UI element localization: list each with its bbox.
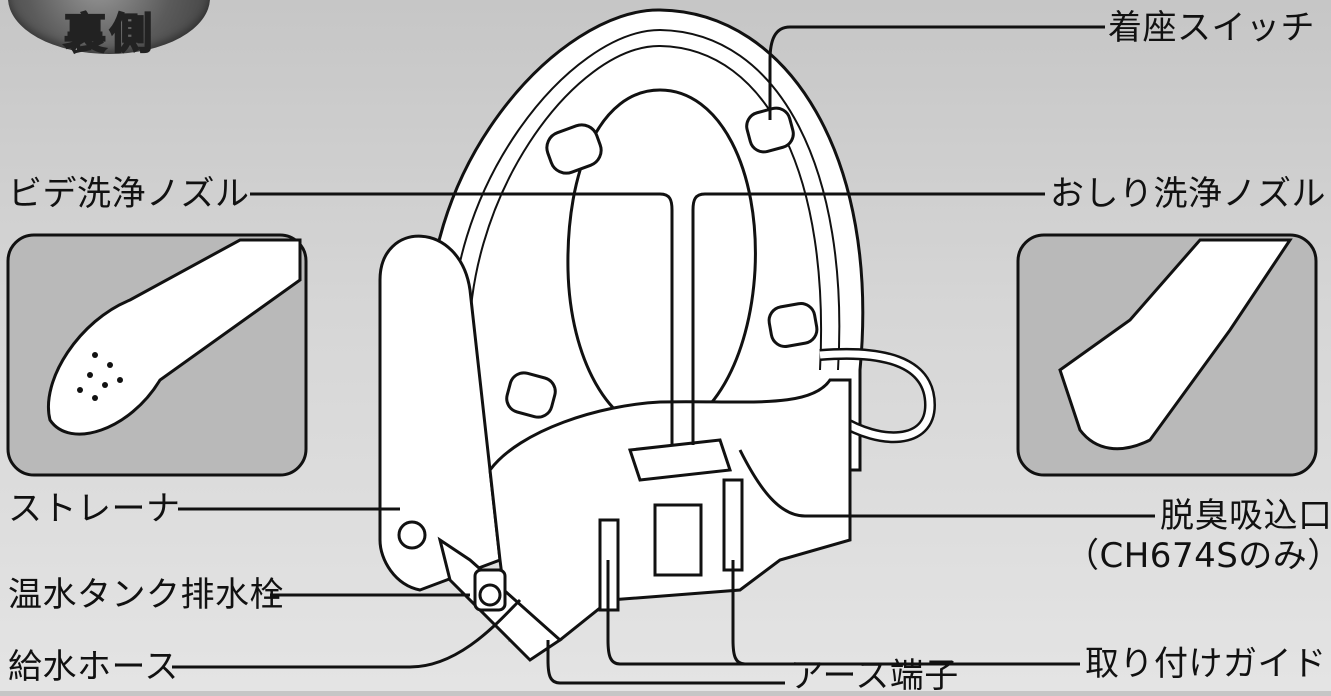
label-earth-terminal: アース端子 xyxy=(790,656,959,696)
label-deodorizer-note: （CH674Sのみ） xyxy=(1065,536,1331,576)
label-mounting-guide: 取り付けガイド xyxy=(1085,644,1327,684)
label-strainer: ストレーナ xyxy=(8,489,181,529)
label-bidet-nozzle: ビデ洗浄ノズル xyxy=(8,174,250,214)
label-deodorizer-inlet: 脱臭吸込口 xyxy=(1160,496,1331,536)
base-unit xyxy=(378,234,852,642)
leader-lines xyxy=(172,25,1155,685)
seat-lid xyxy=(426,8,865,472)
water-hose xyxy=(437,536,563,662)
view-badge-text: 裏側 xyxy=(63,8,157,59)
label-drain-plug: 温水タンク排水栓 xyxy=(8,575,284,615)
label-oshiri-nozzle: おしり洗浄ノズル xyxy=(1050,174,1326,214)
label-seat-switch: 着座スイッチ xyxy=(1108,8,1315,48)
label-water-hose: 給水ホース xyxy=(8,647,179,687)
bidet-nozzle-inset xyxy=(6,233,308,477)
oshiri-nozzle-inset xyxy=(1016,233,1318,477)
